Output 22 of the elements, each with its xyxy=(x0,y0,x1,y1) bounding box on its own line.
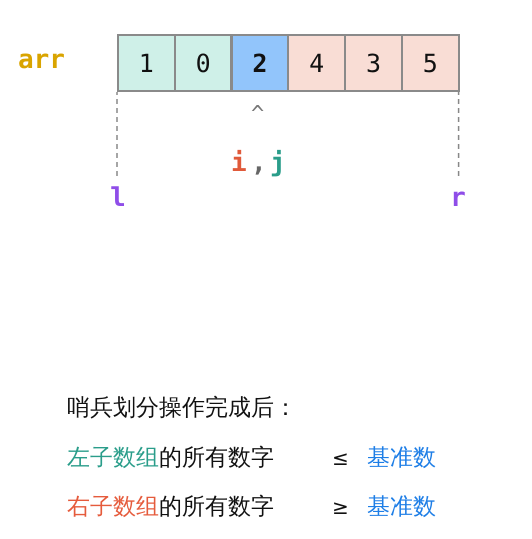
pointer-label: l xyxy=(108,182,128,214)
array-cell: 1 xyxy=(117,34,176,92)
array-cell: 3 xyxy=(344,34,403,92)
comparison-sign: ≥ xyxy=(332,494,349,521)
note-text: 的所有数字 xyxy=(159,444,274,473)
comma-mark: , xyxy=(251,148,267,178)
highlighted-text: 右子数组 xyxy=(67,493,159,522)
note-heading: 哨兵划分操作完成后： xyxy=(67,394,297,423)
array-cell: 2 xyxy=(230,34,290,92)
highlighted-text: 基准数 xyxy=(367,444,436,473)
comparison-sign: ≤ xyxy=(332,445,349,472)
highlighted-text: 基准数 xyxy=(367,493,436,522)
pointer-label: r xyxy=(448,182,468,214)
pointer-label: j xyxy=(270,148,286,178)
note-text: 的所有数字 xyxy=(159,493,274,522)
array-cell: 5 xyxy=(401,34,460,92)
array-cell: 4 xyxy=(287,34,346,92)
array-name: arr xyxy=(18,45,65,75)
pointer-label: i xyxy=(231,148,247,178)
array-cell: 0 xyxy=(174,34,232,92)
caret-mark: ^ xyxy=(251,102,264,127)
highlighted-text: 左子数组 xyxy=(67,444,159,473)
